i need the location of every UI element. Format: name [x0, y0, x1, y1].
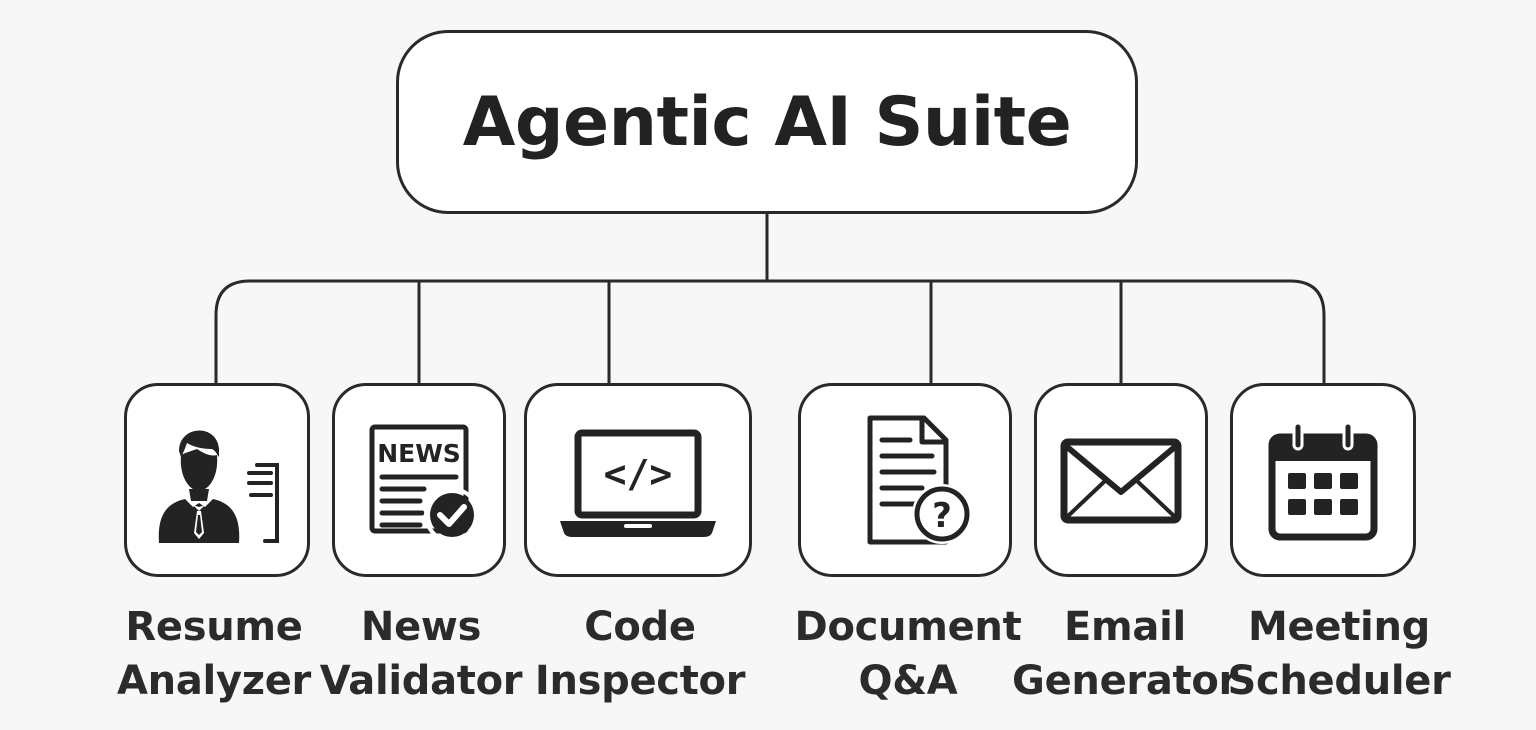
label-line-2: Scheduler	[1227, 658, 1451, 704]
label-line-2: Q&A	[858, 658, 958, 704]
label-line-1: Meeting	[1248, 604, 1430, 650]
label-line-1: Email	[1064, 604, 1186, 650]
document-qa-card: ?	[798, 383, 1012, 577]
label-line-2: Analyzer	[117, 658, 311, 704]
meeting-scheduler-card	[1230, 383, 1416, 577]
label-line-1: News	[360, 604, 482, 650]
branch-connector	[214, 279, 1326, 385]
calendar-icon	[1268, 421, 1378, 541]
code-icon-text: </>	[604, 452, 673, 496]
envelope-icon	[1060, 438, 1182, 524]
label-line-1: Document	[794, 604, 1022, 650]
email-generator-label: Email Generator	[1005, 600, 1245, 708]
resume-analyzer-card	[124, 383, 310, 577]
label-line-2: Generator	[1012, 658, 1238, 704]
newspaper-check-icon: NEWS	[369, 424, 480, 543]
news-validator-card: NEWS	[332, 383, 506, 577]
label-line-1: Code	[584, 604, 696, 650]
root-node: Agentic AI Suite	[396, 30, 1138, 214]
diagram-title: Agentic AI Suite	[462, 82, 1072, 162]
news-icon-text: NEWS	[377, 439, 461, 468]
person-resume-icon	[158, 430, 279, 543]
code-inspector-card: </>	[524, 383, 752, 577]
resume-analyzer-label: Resume Analyzer	[94, 600, 334, 708]
news-validator-label: News Validator	[301, 600, 541, 708]
label-line-2: Validator	[319, 658, 523, 704]
document-qa-label: Document Q&A	[788, 600, 1028, 708]
document-question-icon: ?	[867, 415, 972, 545]
code-inspector-label: Code Inspector	[520, 600, 760, 708]
email-generator-card	[1034, 383, 1208, 577]
laptop-code-icon: </>	[560, 429, 716, 537]
meeting-scheduler-label: Meeting Scheduler	[1219, 600, 1459, 708]
label-line-1: Resume	[125, 604, 303, 650]
label-line-2: Inspector	[534, 658, 746, 704]
question-icon-text: ?	[932, 496, 952, 536]
